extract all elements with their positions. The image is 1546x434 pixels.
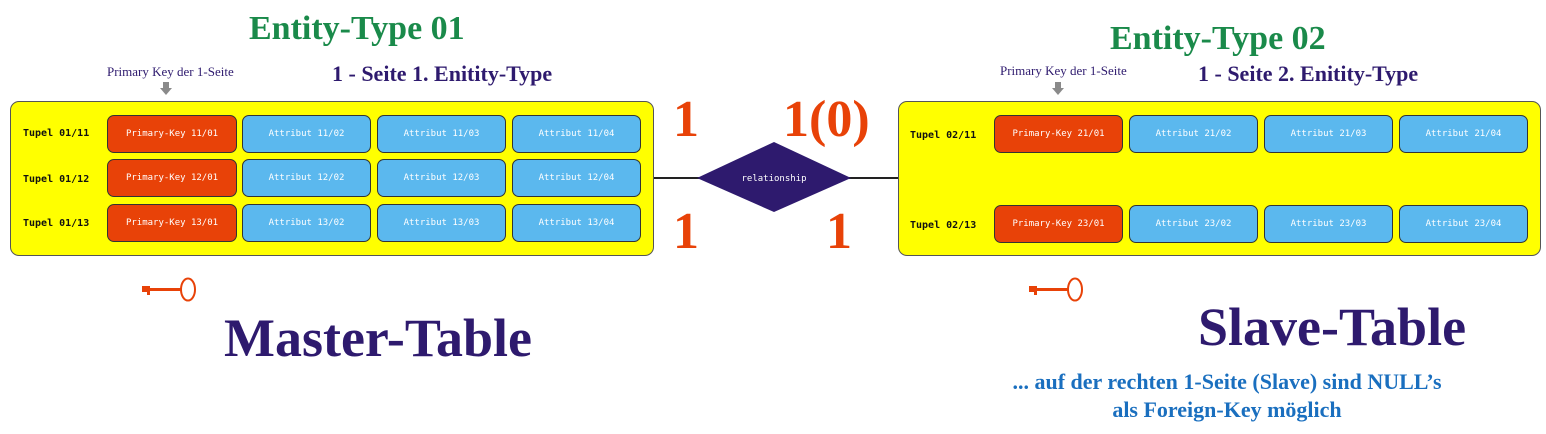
master-table-title: Master-Table [224, 308, 532, 368]
key-icon [142, 277, 196, 302]
attribute-cell[interactable]: Attribut 23/03 [1264, 205, 1393, 243]
left-subtitle: 1 - Seite 1. Enitity-Type [332, 61, 553, 86]
relationship-diamond [697, 142, 851, 212]
left-cardinality-bottom: 1 [673, 203, 699, 260]
primary-key-cell[interactable]: Primary-Key 11/01 [107, 115, 237, 153]
relationship-label: relationship [741, 174, 806, 184]
note-line-2: als Foreign-Key möglich [1112, 396, 1342, 422]
entity-type-2-box: Tupel 02/11 Primary-Key 21/01 Attribut 2… [898, 101, 1541, 256]
primary-key-cell[interactable]: Primary-Key 12/01 [107, 159, 237, 197]
attribute-cell[interactable]: Attribut 13/02 [242, 204, 371, 242]
entity-type-1-title: Entity-Type 01 [249, 10, 465, 47]
attribute-cell[interactable]: Attribut 23/04 [1399, 205, 1528, 243]
attribute-cell[interactable]: Attribut 13/03 [377, 204, 506, 242]
right-subtitle: 1 - Seite 2. Enitity-Type [1198, 61, 1419, 86]
left-pk-label: Primary Key der 1-Seite [107, 64, 234, 79]
tuple-label: Tupel 01/12 [23, 174, 90, 185]
key-icon [1029, 277, 1083, 302]
right-cardinality-bottom: 1 [826, 203, 852, 260]
tuple-label: Tupel 02/13 [910, 220, 977, 231]
attribute-cell[interactable]: Attribut 21/02 [1129, 115, 1258, 153]
note-line-1: ... auf der rechten 1-Seite (Slave) sind… [1012, 369, 1442, 394]
attribute-cell[interactable]: Attribut 11/02 [242, 115, 371, 153]
entity-type-2-title: Entity-Type 02 [1110, 20, 1326, 57]
attribute-cell[interactable]: Attribut 21/04 [1399, 115, 1528, 153]
attribute-cell[interactable]: Attribut 11/03 [377, 115, 506, 153]
left-cardinality-top: 1 [673, 91, 699, 148]
attribute-cell[interactable]: Attribut 12/02 [242, 159, 371, 197]
attribute-cell[interactable]: Attribut 23/02 [1129, 205, 1258, 243]
attribute-cell[interactable]: Attribut 12/04 [512, 159, 641, 197]
attribute-cell[interactable]: Attribut 21/03 [1264, 115, 1393, 153]
right-pk-label: Primary Key der 1-Seite [1000, 63, 1127, 78]
right-cardinality-top: 1(0) [783, 91, 870, 148]
tuple-label: Tupel 02/11 [910, 130, 977, 141]
attribute-cell[interactable]: Attribut 11/04 [512, 115, 641, 153]
attribute-cell[interactable]: Attribut 13/04 [512, 204, 641, 242]
foreign-key-note: ... auf der rechten 1-Seite (Slave) sind… [915, 368, 1539, 423]
attribute-cell[interactable]: Attribut 12/03 [377, 159, 506, 197]
slave-table-title: Slave-Table [1198, 297, 1467, 357]
primary-key-cell[interactable]: Primary-Key 23/01 [994, 205, 1123, 243]
primary-key-cell[interactable]: Primary-Key 21/01 [994, 115, 1123, 153]
primary-key-cell[interactable]: Primary-Key 13/01 [107, 204, 237, 242]
tuple-label: Tupel 01/11 [23, 128, 90, 139]
entity-type-1-box: Tupel 01/11 Primary-Key 11/01 Attribut 1… [10, 101, 654, 256]
tuple-label: Tupel 01/13 [23, 218, 90, 229]
